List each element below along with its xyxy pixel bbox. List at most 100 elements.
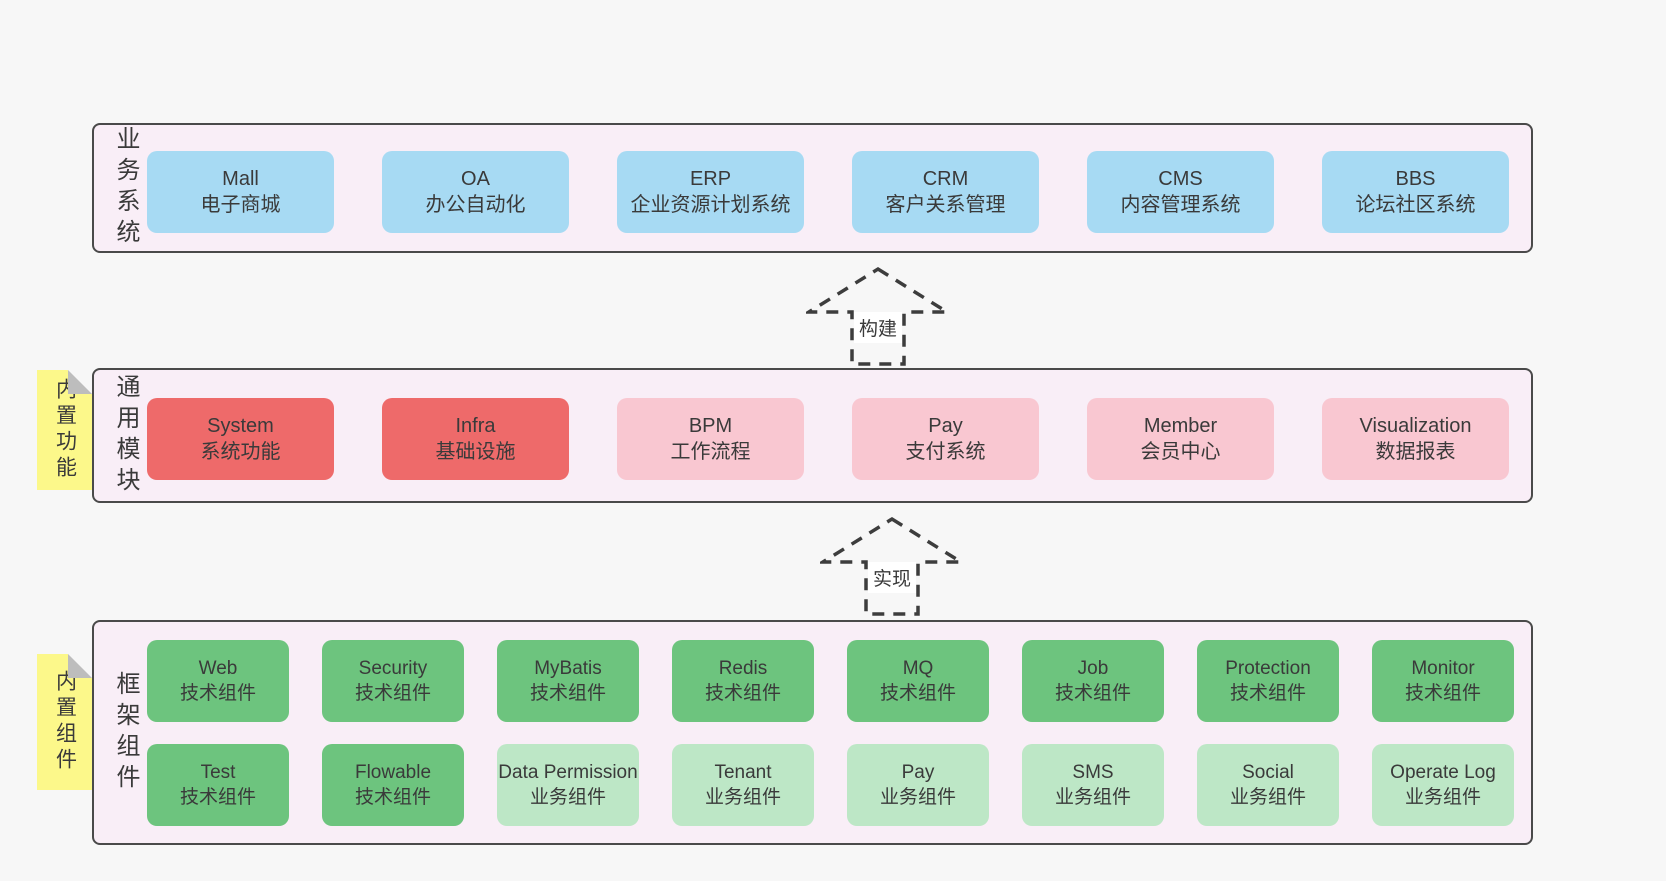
box-subtitle: 技术组件 <box>704 683 781 704</box>
box-subtitle: 技术组件 <box>1054 683 1131 704</box>
box-operate-log: Operate Log 业务组件 <box>1372 744 1514 826</box>
business-box-row: Mall 电子商城 OA 办公自动化 ERP 企业资源计划系统 CRM 客户关系管理 CMS 内容… <box>147 151 1509 233</box>
box-social: Social 业务组件 <box>1197 744 1339 826</box>
box-subtitle: 业务组件 <box>1229 787 1306 808</box>
box-subtitle: 技术组件 <box>1404 683 1481 704</box>
box-title: Pay <box>928 414 963 437</box>
box-subtitle: 技术组件 <box>529 683 606 704</box>
box-cms: CMS 内容管理系统 <box>1087 151 1274 233</box>
box-monitor: Monitor 技术组件 <box>1372 640 1514 722</box>
layer-label: 业务系统 <box>112 126 139 250</box>
box-subtitle: 业务组件 <box>1054 787 1131 808</box>
box-tenant: Tenant 业务组件 <box>672 744 814 826</box>
box-visualization: Visualization 数据报表 <box>1322 398 1509 480</box>
box-subtitle: 办公自动化 <box>425 194 526 216</box>
box-subtitle: 技术组件 <box>179 683 256 704</box>
implement-arrow: 实现 <box>820 514 964 618</box>
layer-business-systems: 业务系统 Mall 电子商城 OA 办公自动化 ERP 企业资源计划系统 CRM 客户关系管理… <box>92 123 1533 253</box>
box-title: BPM <box>688 414 733 437</box>
box-web: Web 技术组件 <box>147 640 289 722</box>
box-subtitle: 业务组件 <box>1404 787 1481 808</box>
box-subtitle: 业务组件 <box>704 787 781 808</box>
box-security: Security 技术组件 <box>322 640 464 722</box>
box-subtitle: 电子商城 <box>200 194 281 216</box>
box-title: Redis <box>718 657 768 679</box>
arrow-label: 实现 <box>867 561 917 593</box>
box-subtitle: 客户关系管理 <box>885 194 1006 216</box>
box-crm: CRM 客户关系管理 <box>852 151 1039 233</box>
build-arrow: 构建 <box>806 266 950 366</box>
box-system: System 系统功能 <box>147 398 334 480</box>
box-title: ERP <box>689 167 732 190</box>
sticky-note-text: 内置组件 <box>53 670 77 774</box>
box-title: SMS <box>1072 761 1114 783</box>
box-data-permission: Data Permission 业务组件 <box>497 744 639 826</box>
box-subtitle: 系统功能 <box>200 441 281 463</box>
box-subtitle: 基础设施 <box>435 441 516 463</box>
box-title: MyBatis <box>534 657 602 679</box>
box-subtitle: 支付系统 <box>905 441 986 463</box>
layer-label: 框架组件 <box>112 670 139 795</box>
box-title: Web <box>198 657 238 679</box>
box-title: Test <box>200 761 236 783</box>
box-infra: Infra 基础设施 <box>382 398 569 480</box>
box-mall: Mall 电子商城 <box>147 151 334 233</box>
dashed-up-arrow-icon <box>820 516 964 616</box>
box-subtitle: 技术组件 <box>179 787 256 808</box>
box-title: CRM <box>922 167 969 190</box>
box-sms: SMS 业务组件 <box>1022 744 1164 826</box>
box-subtitle: 技术组件 <box>1229 683 1306 704</box>
module-box-row: System 系统功能 Infra 基础设施 BPM 工作流程 Pay 支付系统 Member 会… <box>147 398 1509 480</box>
layer-common-modules: 通用模块 System 系统功能 Infra 基础设施 BPM 工作流程 Pay 支付系统 Me… <box>92 368 1533 503</box>
box-title: Infra <box>455 414 496 437</box>
box-pay: Pay 业务组件 <box>847 744 989 826</box>
box-title: CMS <box>1158 167 1203 190</box>
box-subtitle: 会员中心 <box>1140 441 1221 463</box>
sticky-note-built-in-features: 内置功能 <box>37 370 92 490</box>
box-title: Protection <box>1225 657 1311 679</box>
box-subtitle: 技术组件 <box>354 787 431 808</box>
box-title: Mall <box>222 167 259 190</box>
box-bpm: BPM 工作流程 <box>617 398 804 480</box>
sticky-note-text: 内置功能 <box>53 378 77 482</box>
box-subtitle: 业务组件 <box>529 787 606 808</box>
sticky-note-built-in-components: 内置组件 <box>37 654 92 790</box>
box-title: Operate Log <box>1390 761 1496 783</box>
box-subtitle: 数据报表 <box>1375 441 1456 463</box>
box-title: Social <box>1242 761 1294 783</box>
box-subtitle: 业务组件 <box>879 787 956 808</box>
box-title: MQ <box>902 657 934 679</box>
box-subtitle: 技术组件 <box>354 683 431 704</box>
box-title: Data Permission <box>498 761 638 783</box>
box-title: Visualization <box>1359 414 1472 437</box>
box-title: Monitor <box>1411 657 1475 679</box>
box-title: Security <box>358 657 428 679</box>
box-test: Test 技术组件 <box>147 744 289 826</box>
box-title: Member <box>1143 414 1218 437</box>
box-subtitle: 内容管理系统 <box>1120 194 1241 216</box>
box-oa: OA 办公自动化 <box>382 151 569 233</box>
box-erp: ERP 企业资源计划系统 <box>617 151 804 233</box>
box-title: System <box>207 414 274 437</box>
box-pay: Pay 支付系统 <box>852 398 1039 480</box>
box-mybatis: MyBatis 技术组件 <box>497 640 639 722</box>
box-subtitle: 工作流程 <box>670 441 751 463</box>
dashed-up-arrow-icon <box>806 266 950 366</box>
layer-label: 通用模块 <box>112 373 139 498</box>
box-title: Pay <box>901 761 935 783</box>
box-title: BBS <box>1395 167 1436 190</box>
box-protection: Protection 技术组件 <box>1197 640 1339 722</box>
box-subtitle: 企业资源计划系统 <box>630 194 791 216</box>
arrow-label: 构建 <box>853 312 903 343</box>
box-title: Tenant <box>714 761 772 783</box>
box-redis: Redis 技术组件 <box>672 640 814 722</box>
box-subtitle: 技术组件 <box>879 683 956 704</box>
box-title: OA <box>461 167 490 190</box>
